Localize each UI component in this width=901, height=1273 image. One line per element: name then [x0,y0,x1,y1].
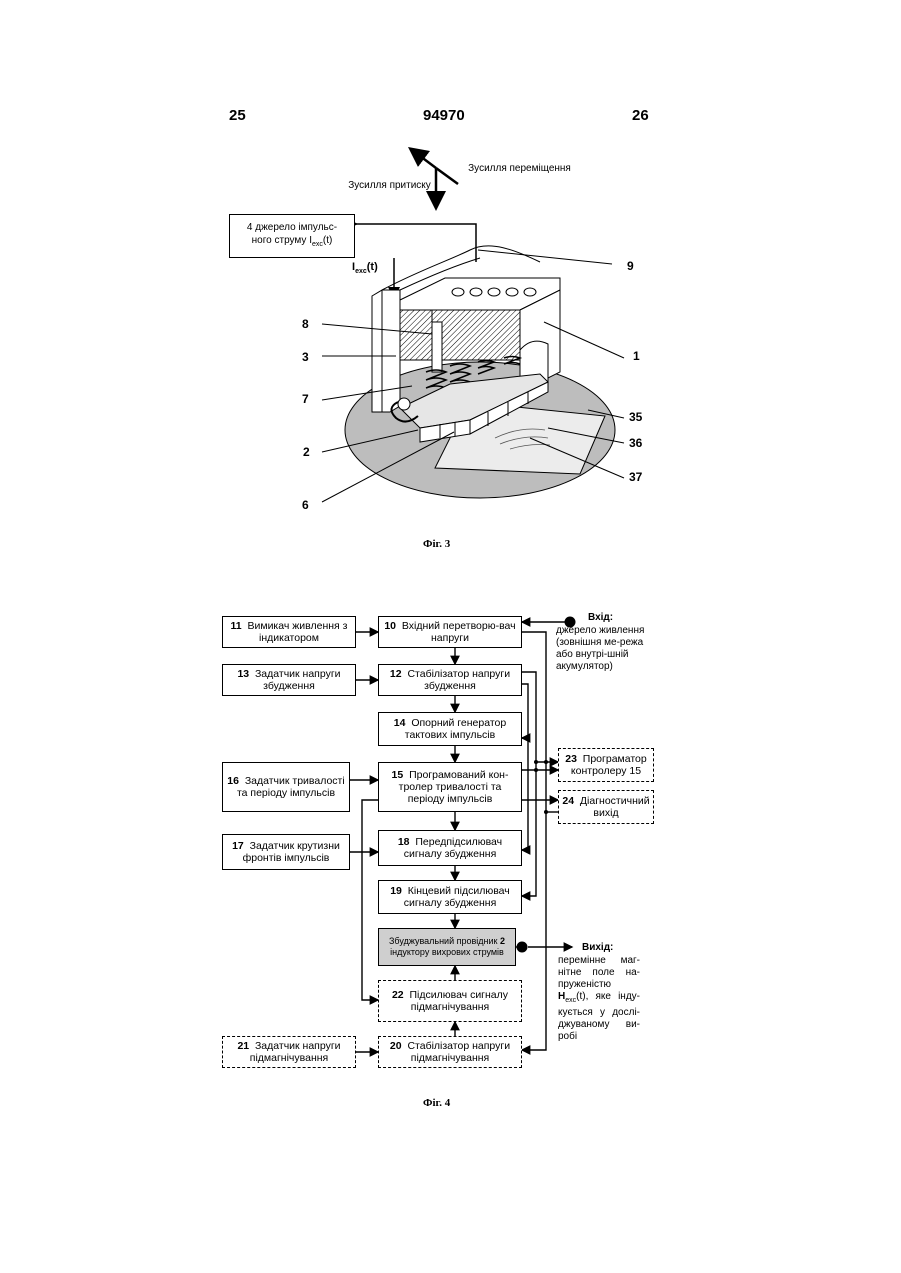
block-11: 11 Вимикач живлення з індикатором [222,616,356,648]
block-12: 12 Стабілізатор напруги збудження [378,664,522,696]
block-24: 24 Діагностичний вихід [558,790,654,824]
block-21: 21 Задатчик напруги підмагнічування [222,1036,356,1068]
block-20: 20 Стабілізатор напруги підмагнічування [378,1036,522,1068]
block-2-exciting-conductor: Збуджувальний провідник 2індуктору вихро… [378,928,516,966]
block-22: 22 Підсилювач сигналу підмагнічування [378,980,522,1022]
block-17: 17 Задатчик крутизни фронтів імпульсів [222,834,350,870]
block-13: 13 Задатчик напруги збудження [222,664,356,696]
input-title: Вхід: [588,612,613,624]
fig4-caption: Фіг. 4 [423,1097,450,1109]
block-16: 16 Задатчик тривалості та періоду імпуль… [222,762,350,812]
block-14: 14 Опорний генератор тактових імпульсів [378,712,522,746]
block-10: 10 Вхідний перетворю-вач напруги [378,616,522,648]
input-description: джерело живлення (зовнішня ме-режа або в… [556,625,648,673]
block-23: 23 Програматор контролеру 15 [558,748,654,782]
output-title: Вихід: [582,942,613,954]
output-description: перемінне маг-нітне поле на-пруженістю H… [558,955,640,1043]
block-15: 15 Програмований кон-тролер тривалості т… [378,762,522,812]
block-19: 19 Кінцевий підсилювач сигналу збудження [378,880,522,914]
block-18: 18 Передпідсилювач сигналу збудження [378,830,522,866]
